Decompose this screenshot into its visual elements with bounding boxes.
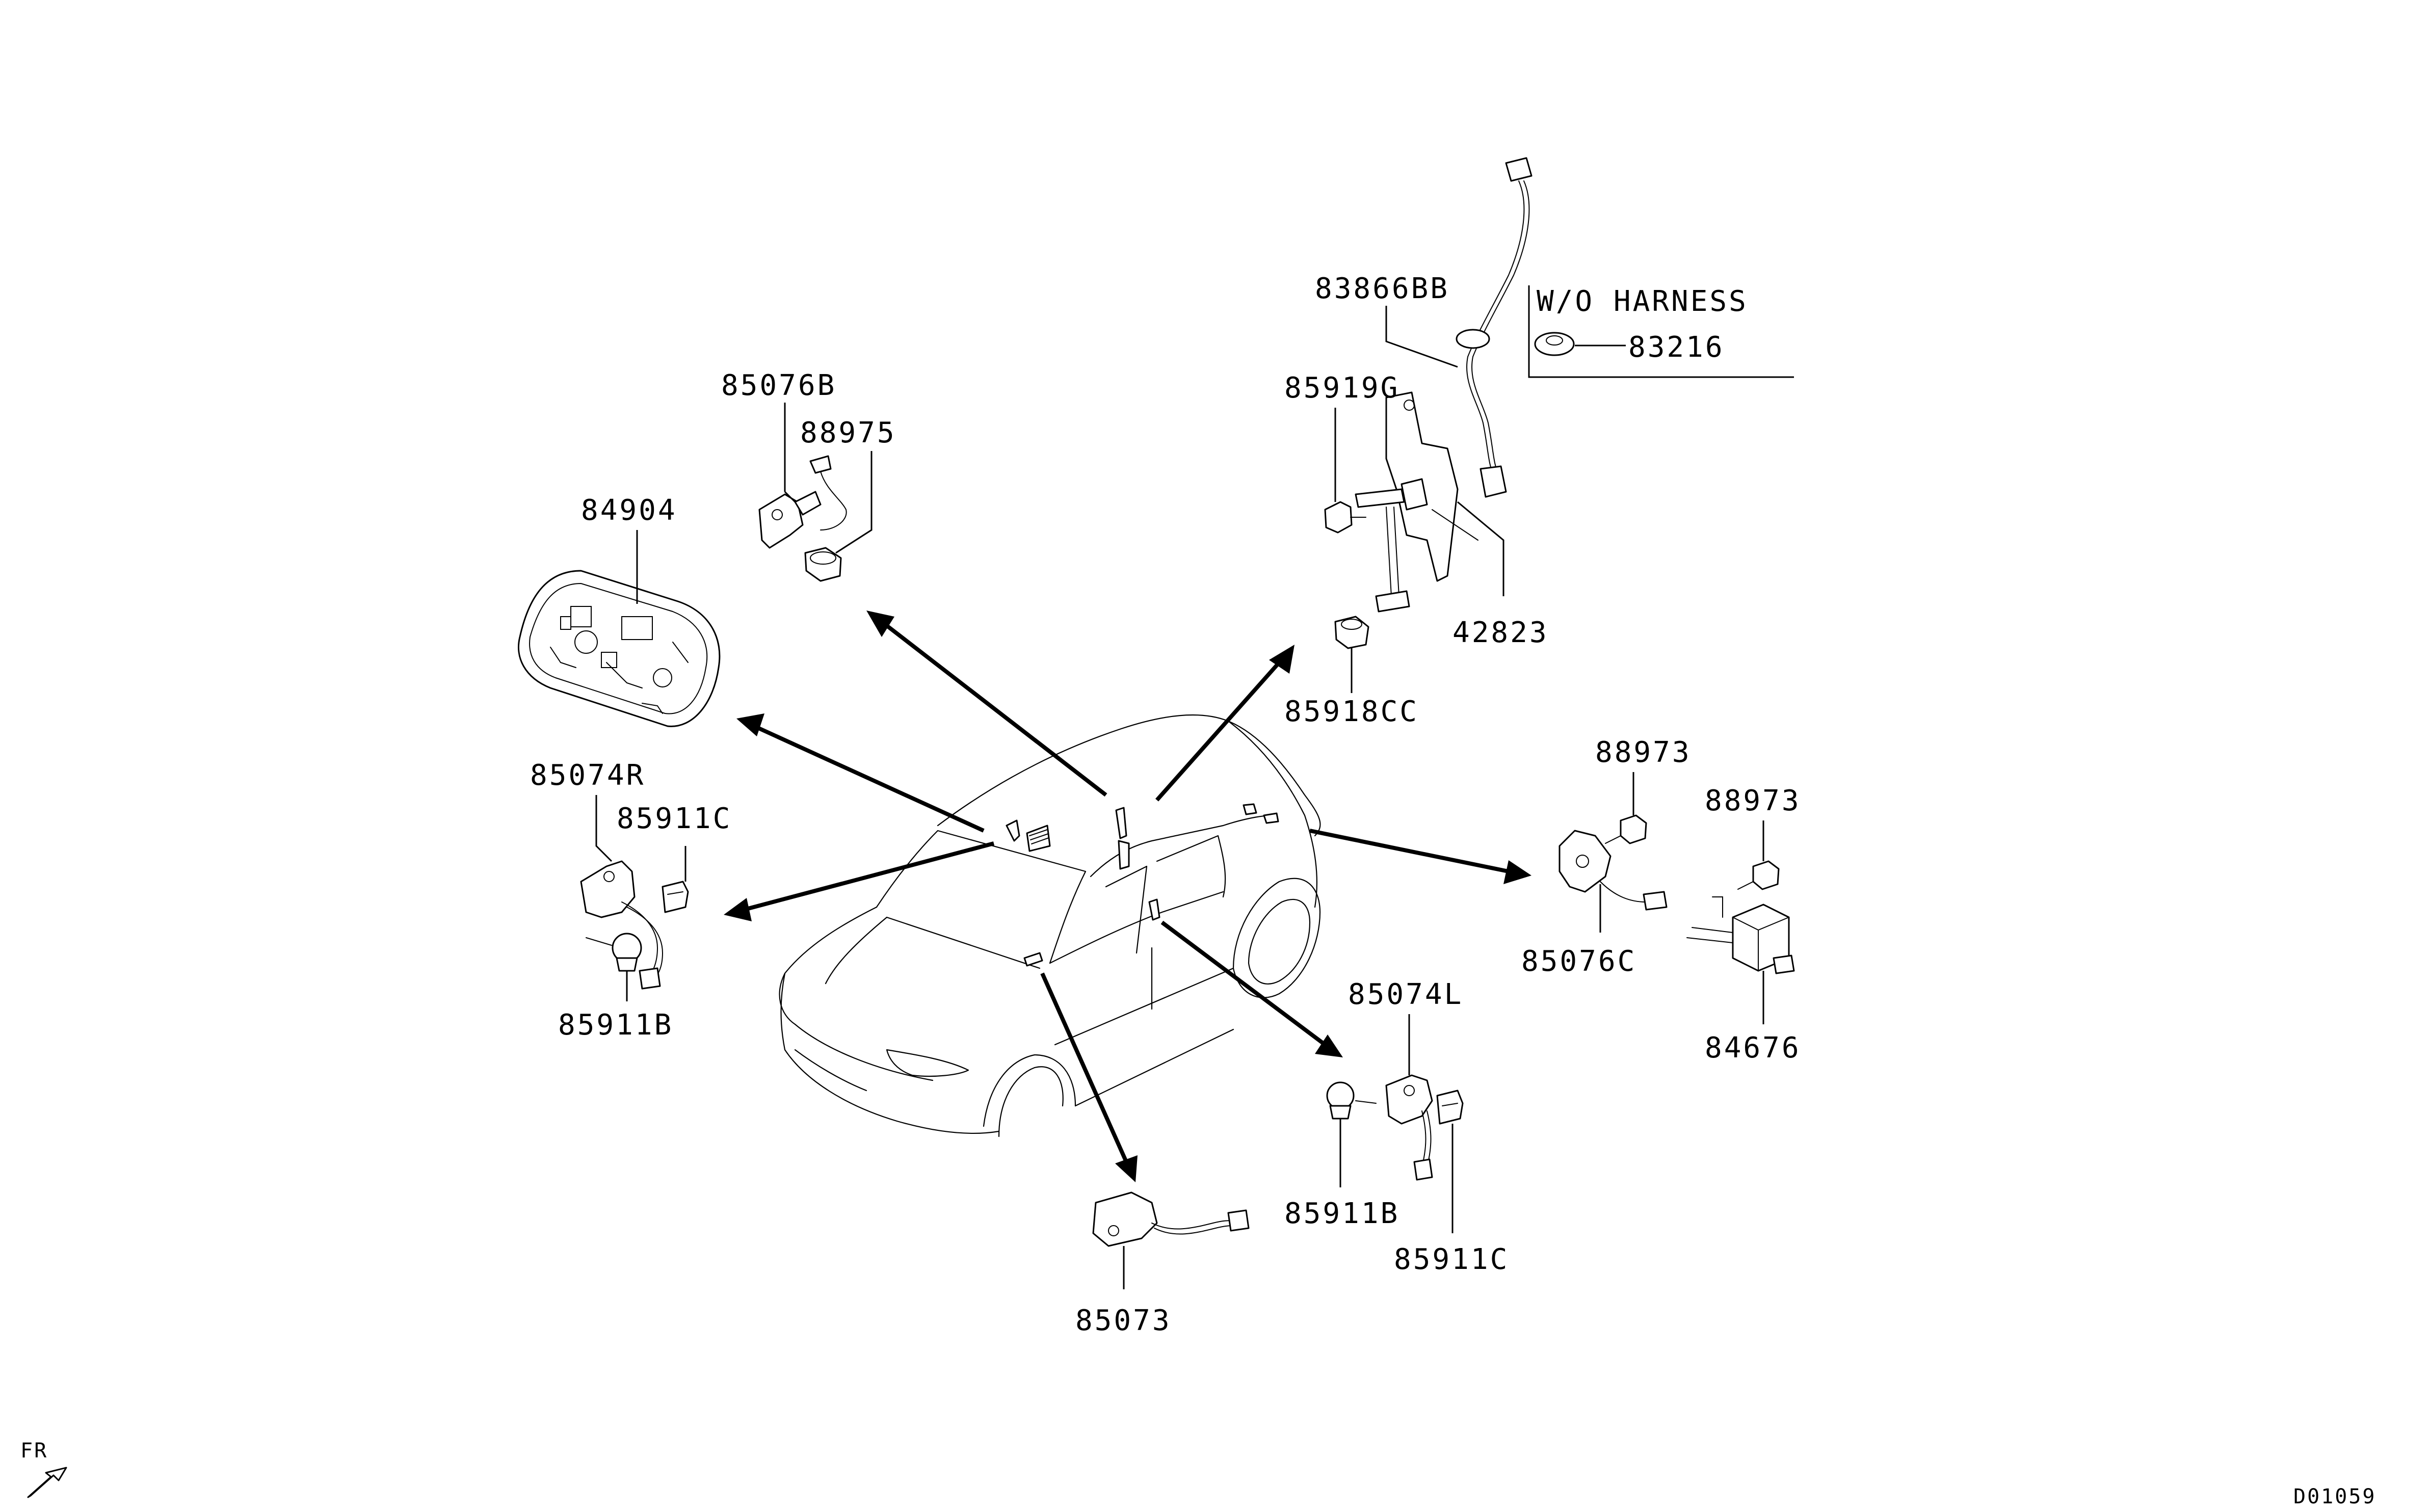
diagram-id: D01059	[2293, 1485, 2376, 1508]
part-88973-b	[1737, 820, 1780, 890]
label-wo-harness: W/O HARNESS	[1537, 285, 1748, 318]
part-83866BB	[1385, 157, 1533, 498]
part-85911B-left	[586, 933, 642, 1001]
part-85074R	[580, 795, 664, 990]
label-83216: 83216	[1628, 331, 1725, 364]
label-88975: 88975	[800, 416, 896, 449]
label-85076B: 85076B	[721, 369, 836, 402]
part-88973-a	[1605, 772, 1647, 844]
label-85076C: 85076C	[1521, 945, 1636, 978]
label-88973-b: 88973	[1705, 784, 1801, 817]
on-vehicle-part-marks	[1006, 803, 1279, 967]
part-85076C	[1559, 830, 1668, 933]
label-83866BB: 83866BB	[1315, 272, 1449, 305]
arrows	[724, 611, 1531, 1182]
front-direction-marker: FR	[20, 1439, 67, 1498]
part-84676	[1686, 896, 1795, 1024]
label-85074L: 85074L	[1348, 978, 1463, 1011]
label-42823: 42823	[1452, 616, 1549, 649]
vehicle-outline	[779, 714, 1321, 1137]
part-85911B-right	[1326, 1081, 1377, 1187]
part-85911C-left	[662, 846, 689, 913]
label-85911B-left: 85911B	[558, 1009, 673, 1042]
part-85919G	[1324, 408, 1366, 534]
part-84904	[518, 530, 721, 727]
part-85076B	[758, 403, 847, 549]
label-85911C-left: 85911C	[617, 802, 732, 835]
part-85918CC	[1334, 616, 1369, 693]
front-marker-label: FR	[20, 1439, 48, 1463]
part-85911C-right	[1436, 1090, 1464, 1233]
label-85073: 85073	[1075, 1304, 1172, 1337]
part-42823	[1355, 391, 1504, 613]
label-85918CC: 85918CC	[1284, 695, 1419, 728]
label-85074R: 85074R	[530, 759, 645, 792]
part-88975	[804, 451, 873, 582]
label-85911B-right: 85911B	[1284, 1197, 1399, 1230]
wo-harness-box	[1528, 285, 1794, 378]
part-85074L	[1385, 1014, 1433, 1181]
label-85919G: 85919G	[1284, 372, 1399, 405]
part-85073	[1092, 1191, 1250, 1289]
label-84904: 84904	[581, 494, 677, 527]
label-85911C-right: 85911C	[1394, 1243, 1509, 1276]
label-84676: 84676	[1705, 1031, 1801, 1065]
label-88973-a: 88973	[1595, 736, 1692, 769]
part-number-labels: 85076B 88975 84904 83866BB W/O HARNESS 8…	[530, 272, 2376, 1508]
